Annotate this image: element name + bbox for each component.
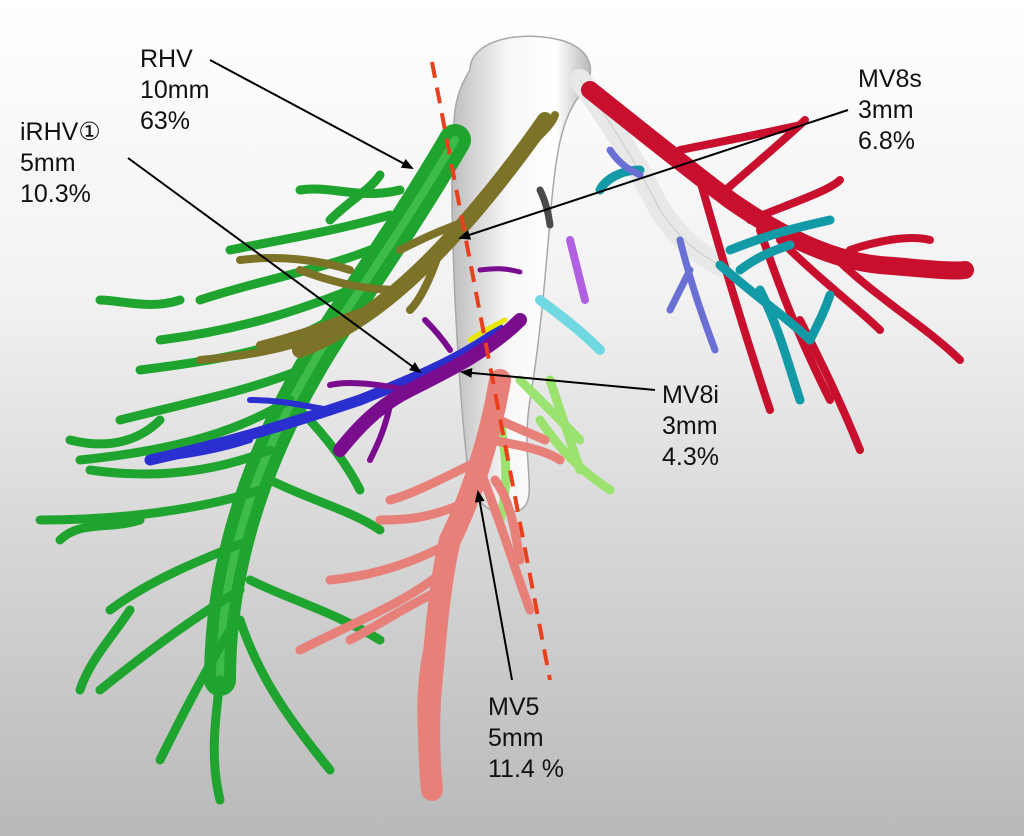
mv8s-leader bbox=[458, 109, 849, 240]
middle-branches bbox=[477, 186, 605, 355]
mv8i-percent: 4.3% bbox=[662, 443, 719, 471]
leader-lines bbox=[127, 59, 849, 681]
irhv-name: iRHV① bbox=[20, 118, 101, 146]
irhv-leader bbox=[127, 157, 422, 374]
mv8s-label: MV8s 3mm 6.8% bbox=[858, 64, 922, 157]
mv5-leader bbox=[474, 490, 513, 681]
irhv-size: 5mm bbox=[20, 149, 76, 177]
mv5-name: MV5 bbox=[488, 693, 540, 721]
mv8s-name: MV8s bbox=[858, 65, 922, 93]
rhv-size: 10mm bbox=[140, 76, 210, 104]
mv5-size: 5mm bbox=[488, 724, 544, 752]
mv8s-size: 3mm bbox=[858, 96, 914, 124]
rhv-leader bbox=[209, 59, 414, 169]
rhv-name: RHV bbox=[140, 45, 193, 73]
irhv-percent: 10.3% bbox=[20, 180, 91, 208]
mv8s-vessel-tree bbox=[581, 81, 974, 454]
irhv-label: iRHV① 5mm 10.3% bbox=[20, 117, 101, 210]
mv5-percent: 11.4 % bbox=[488, 755, 564, 783]
mv8i-leader bbox=[460, 367, 656, 391]
rhv-percent: 63% bbox=[140, 107, 191, 135]
mv8i-name: MV8i bbox=[662, 381, 719, 409]
mv8i-label: MV8i 3mm 4.3% bbox=[662, 380, 719, 473]
mv5-label: MV5 5mm 11.4 % bbox=[488, 692, 564, 785]
rhv-vessel-tree bbox=[35, 124, 471, 805]
dashed-resection-line bbox=[430, 61, 552, 681]
mv8s-percent: 6.8% bbox=[858, 127, 915, 155]
mv8i-size: 3mm bbox=[662, 412, 718, 440]
rhv-label: RHV 10mm 63% bbox=[140, 44, 209, 137]
mv5-vessel-tree bbox=[295, 369, 615, 801]
mv8i-vessel-tree bbox=[144, 313, 527, 466]
